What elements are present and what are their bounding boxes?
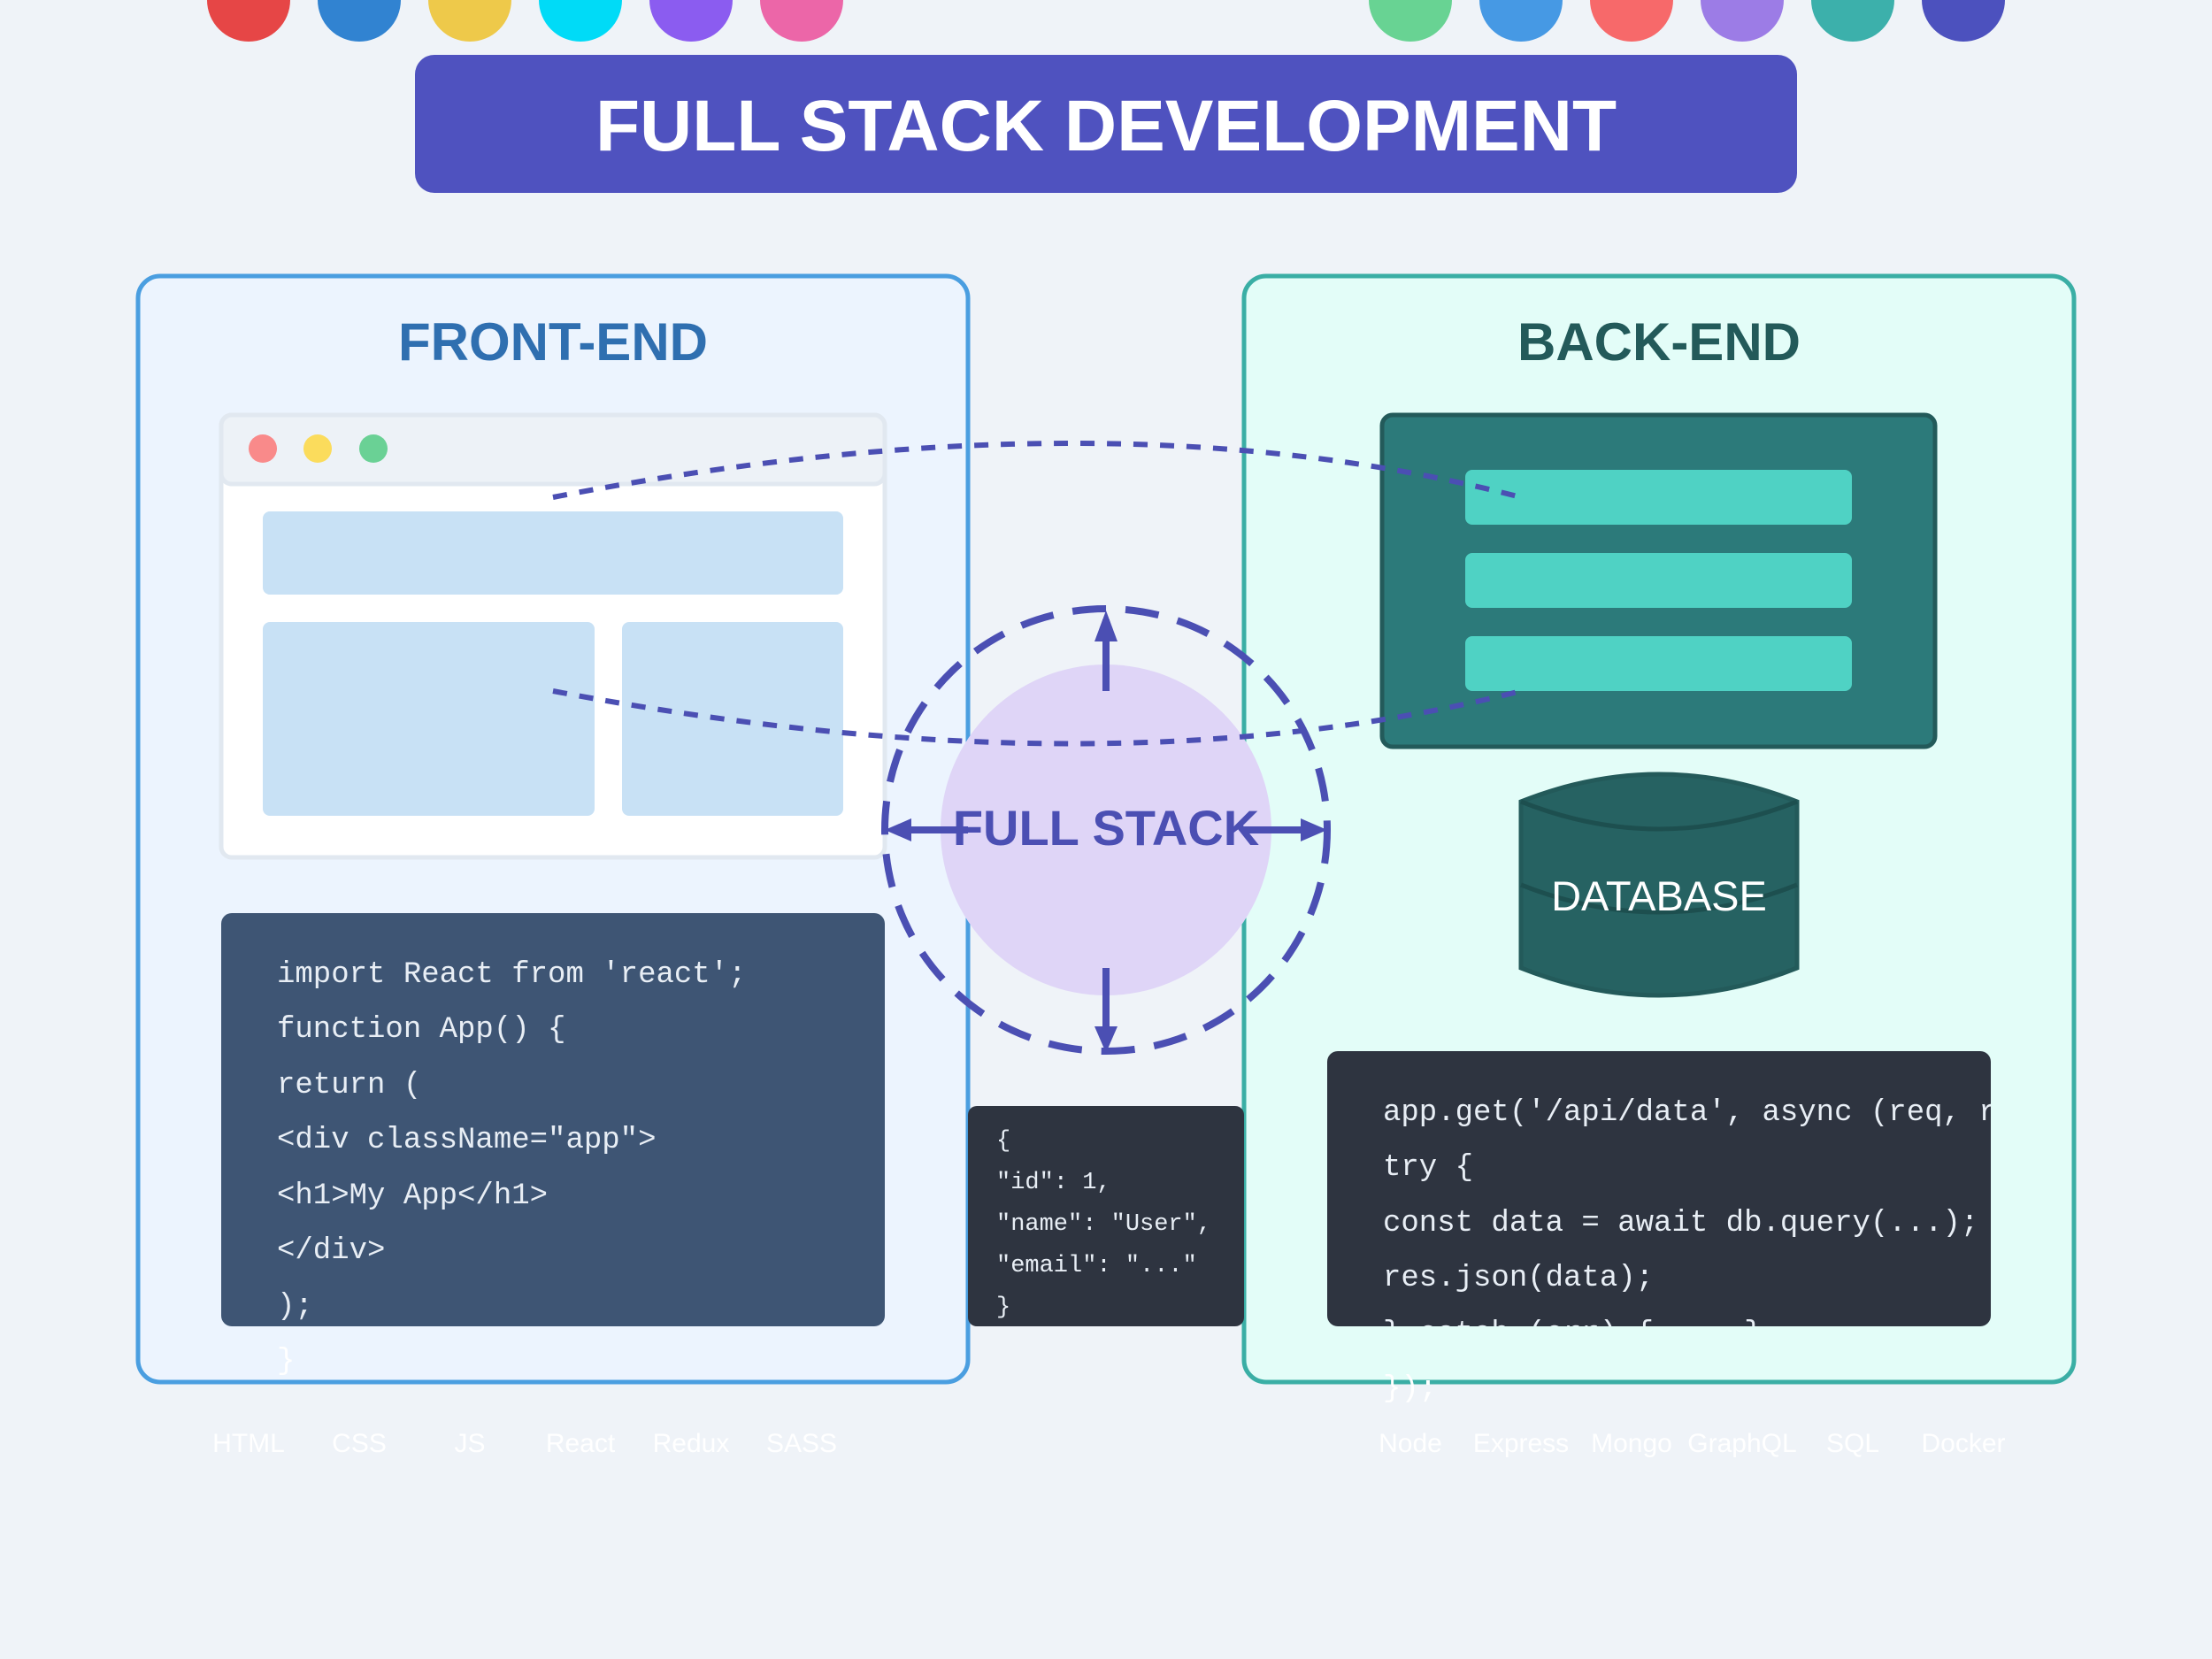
frontend-code-line: return ( <box>277 1069 421 1102</box>
browser-window-icon <box>219 412 887 860</box>
page-title: FULL STACK DEVELOPMENT <box>595 86 1617 166</box>
tech-label-redux: Redux <box>653 1429 730 1458</box>
arrow-up-head <box>1094 611 1118 641</box>
tech-label-css: CSS <box>332 1429 387 1458</box>
full-stack-label: FULL STACK <box>953 800 1259 856</box>
json-line: "id": 1, <box>996 1170 1111 1196</box>
json-line: } <box>996 1294 1010 1321</box>
dot-light-blue <box>1479 0 1563 42</box>
server-bar <box>1465 636 1852 691</box>
json-line: "name": "User", <box>996 1211 1211 1238</box>
top-dots-left <box>207 0 843 42</box>
frontend-code-block <box>221 913 885 1326</box>
database-icon <box>1518 772 1800 998</box>
window-close-button <box>249 434 277 463</box>
frontend-title: FRONT-END <box>398 312 708 372</box>
tech-label-express: Express <box>1473 1429 1569 1458</box>
dot-lavender <box>1701 0 1784 42</box>
frontend-code-line: import React from 'react'; <box>277 958 747 992</box>
hub-arrows <box>885 611 1327 1053</box>
browser-header-block <box>263 511 843 595</box>
tech-label-graphql: GraphQL <box>1687 1429 1796 1458</box>
database-top-rim <box>1520 799 1798 832</box>
backend-code-line: app.get('/api/data', async (req, res) =>… <box>1383 1096 2141 1130</box>
tech-label-mongo: Mongo <box>1591 1429 1672 1458</box>
response-flow-line <box>552 688 1522 747</box>
dot-red <box>207 0 290 42</box>
frontend-code-line: ); <box>277 1290 313 1324</box>
window-minimize-button <box>303 434 332 463</box>
frontend-code-line: function App() { <box>277 1013 565 1047</box>
dot-yellow <box>428 0 511 42</box>
tech-label-js: JS <box>454 1429 485 1458</box>
backend-code-overflow-line: }); <box>1383 1372 1437 1406</box>
json-line: { <box>996 1128 1010 1155</box>
database-label: DATABASE <box>1551 872 1767 919</box>
server-bar <box>1465 553 1852 608</box>
tech-label-html: HTML <box>212 1429 285 1458</box>
dot-coral <box>1590 0 1673 42</box>
backend-code-line: const data = await db.query(...); <box>1383 1207 1978 1240</box>
window-maximize-button <box>359 434 388 463</box>
arrow-down-head <box>1094 1026 1118 1053</box>
tech-label-docker: Docker <box>1921 1429 2005 1458</box>
tech-label-react: React <box>546 1429 616 1458</box>
frontend-code-line: </div> <box>277 1234 385 1268</box>
json-line: "email": "..." <box>996 1253 1197 1279</box>
dot-teal <box>1811 0 1894 42</box>
backend-code-line: } catch (err) { ... } <box>1383 1317 1762 1351</box>
backend-code-line: try { <box>1383 1151 1473 1185</box>
backend-title: BACK-END <box>1517 312 1801 372</box>
backend-code-line: res.json(data); <box>1383 1262 1654 1295</box>
dot-purple <box>649 0 733 42</box>
dot-blue <box>318 0 401 42</box>
dot-green <box>1369 0 1452 42</box>
tech-label-sql: SQL <box>1826 1429 1879 1458</box>
dot-cyan <box>539 0 622 42</box>
frontend-code-line: <div className="app"> <box>277 1124 656 1157</box>
frontend-code-overflow-line: } <box>277 1345 295 1379</box>
arrow-right-head <box>1301 818 1327 841</box>
json-payload-block <box>968 1106 1244 1326</box>
server-icon <box>1379 412 1938 749</box>
request-flow-line <box>552 441 1522 500</box>
database-middle-rim <box>1520 882 1798 915</box>
backend-code-block <box>1327 1051 1991 1326</box>
full-stack-hub <box>941 664 1271 995</box>
data-flow-lines <box>552 441 1522 747</box>
tech-label-node: Node <box>1379 1429 1442 1458</box>
top-dots-right <box>1369 0 2005 42</box>
title-banner <box>415 55 1797 193</box>
browser-main-block <box>263 622 595 816</box>
arrow-left-head <box>885 818 911 841</box>
browser-side-block <box>622 622 843 816</box>
tech-label-sass: SASS <box>766 1429 837 1458</box>
frontend-code-line: <h1>My App</h1> <box>277 1179 548 1213</box>
database-body <box>1518 772 1800 998</box>
dot-pink <box>760 0 843 42</box>
dot-indigo <box>1922 0 2005 42</box>
server-bar <box>1465 470 1852 525</box>
